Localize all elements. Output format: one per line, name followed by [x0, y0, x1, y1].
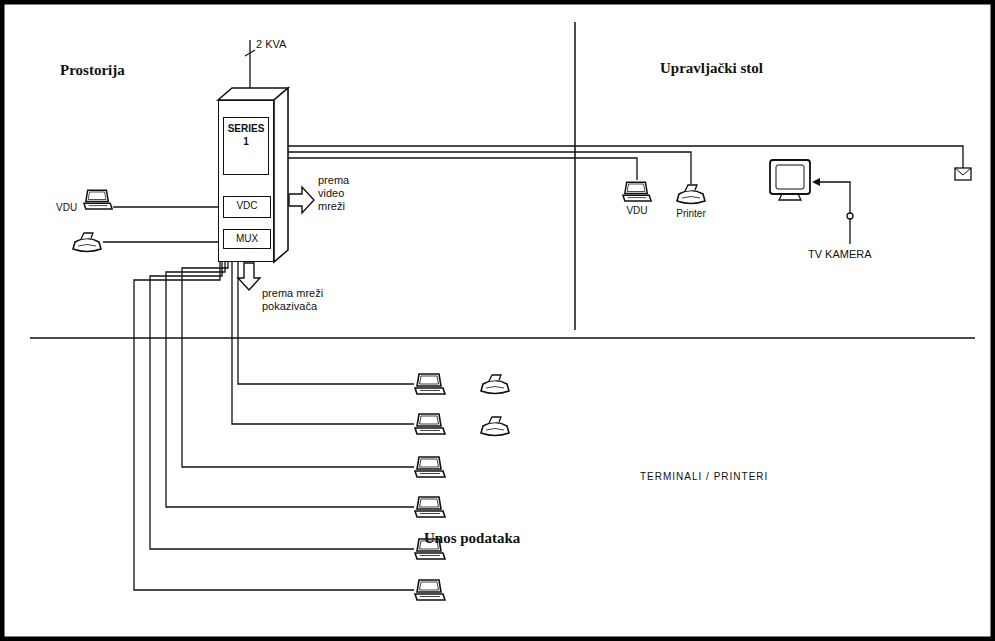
printer-icon: [481, 417, 509, 436]
tv-camera: [847, 213, 853, 219]
tv-monitor: [770, 160, 810, 194]
node-text: SERIES 1: [223, 117, 269, 175]
terminal-wires: [134, 262, 414, 590]
terminal-icon: [415, 497, 445, 517]
mux-module: MUX: [223, 229, 271, 249]
camera-arrowhead: [812, 178, 820, 186]
terminal-icon: [415, 414, 445, 434]
printer: Printer: [676, 184, 706, 219]
camera-label: TV KAMERA: [808, 248, 872, 261]
terminal-wire: [182, 262, 414, 467]
group-label: Unos podataka: [424, 530, 520, 547]
terminal-icon: [83, 188, 113, 211]
pointer-network-arrow: [238, 263, 260, 290]
vdu-terminal: VDU: [56, 186, 113, 213]
power-tick: [245, 50, 255, 56]
printer-icon: [481, 375, 509, 394]
terminal-wire: [150, 262, 414, 549]
terminal-wire: [166, 262, 414, 507]
terminal-icon: [622, 180, 652, 203]
envelope-symbol: [955, 168, 971, 180]
terminal-icon: [415, 457, 445, 477]
terminal-icons: [415, 374, 509, 600]
terminal-wire: [232, 262, 414, 424]
power-rating: 2 KVA: [256, 38, 286, 51]
terminal-icon: [415, 580, 445, 600]
terminal-icon: [415, 374, 445, 394]
connector-wire: [113, 206, 218, 207]
node-text: Printer: [676, 208, 705, 219]
group-label: TERMINALI / PRINTERI: [640, 470, 768, 483]
tv-stand: [779, 194, 801, 200]
signal-wire: [288, 146, 963, 168]
node-text: VDU: [56, 202, 77, 213]
video-network-arrow: [289, 187, 314, 213]
region-divider: [30, 337, 975, 339]
camera-line: [816, 182, 850, 244]
tv-screen: [776, 165, 804, 189]
node-text: VDC: [224, 197, 270, 214]
network-note: prema mreži pokazivača: [262, 287, 352, 313]
region-name: Prostorija: [60, 62, 125, 79]
power-line: [249, 40, 250, 88]
envelope-flap: [955, 168, 971, 175]
printer-wire: [103, 241, 218, 242]
node-text: MUX: [224, 230, 270, 247]
vdc-module: VDC: [223, 196, 271, 218]
computer-cabinet: SERIES 1 VDC MUX: [218, 100, 274, 262]
terminal-wire: [134, 262, 414, 590]
printer-icon: [73, 233, 101, 252]
terminal-wire: [238, 262, 414, 384]
printer-icon: [676, 184, 706, 206]
node-text: VDU: [626, 205, 647, 216]
region-name: Upravljački stol: [660, 60, 763, 77]
vdu-terminal: VDU: [622, 180, 652, 216]
cabinet-side: [274, 88, 288, 262]
network-note: prema video mreži: [318, 174, 364, 213]
region-divider: [574, 22, 576, 330]
